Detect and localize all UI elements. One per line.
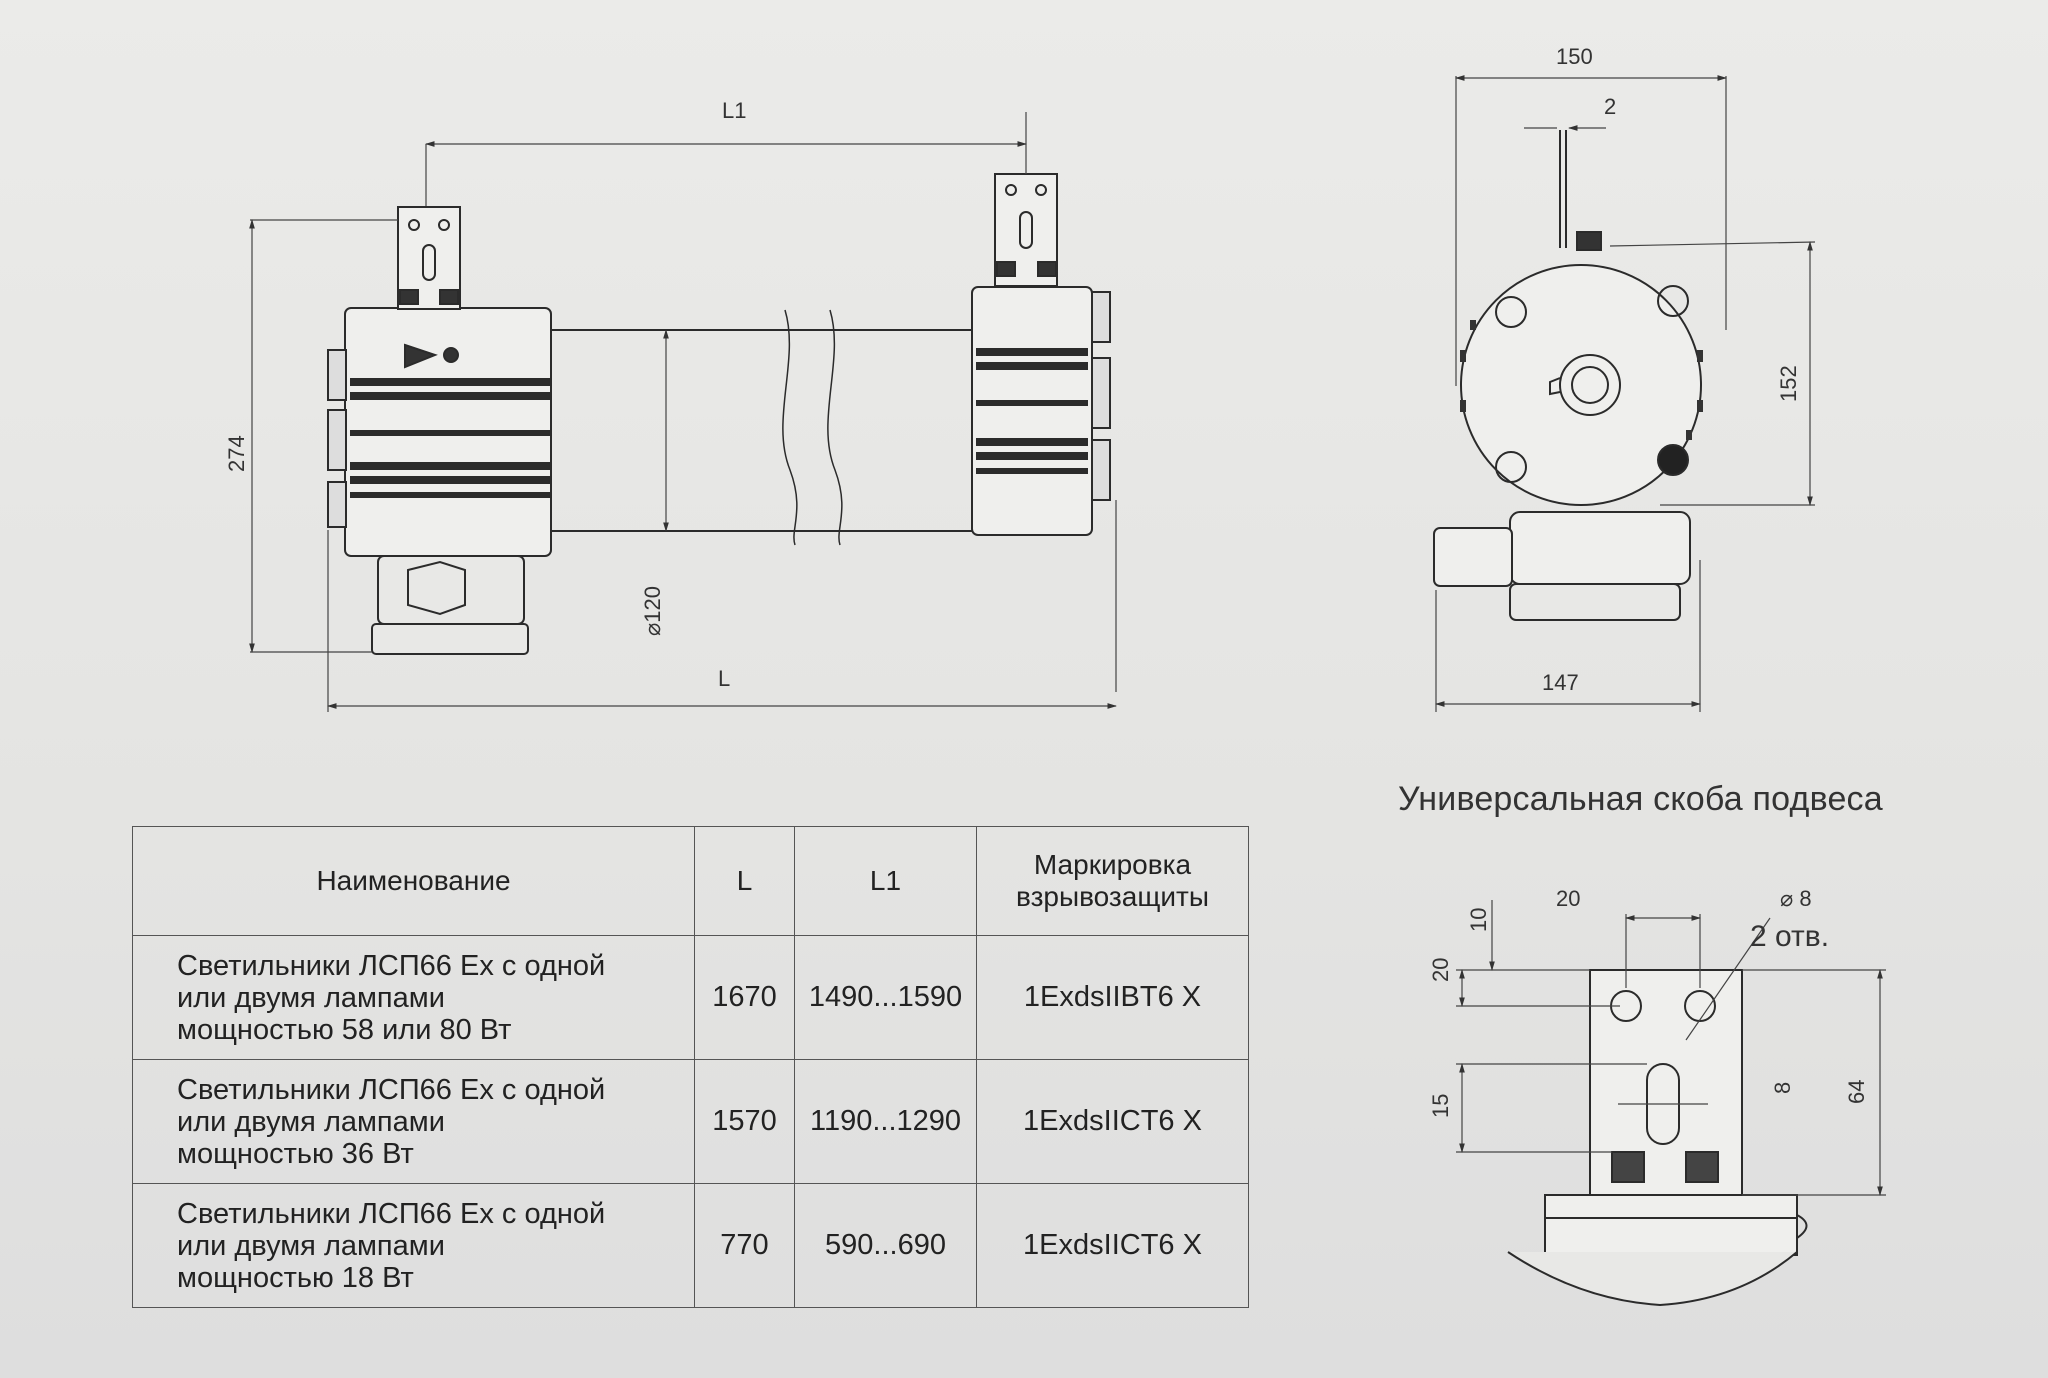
end-view-dimensions bbox=[1435, 75, 1816, 712]
name-line: или двумя лампами bbox=[177, 1229, 445, 1262]
end-view bbox=[1433, 130, 1703, 621]
dim-bracket-10-label: 10 bbox=[1466, 908, 1491, 932]
cell-name: Светильники ЛСП66 Ex с одной или двумя л… bbox=[132, 1183, 695, 1308]
bracket-caption: Универсальная скоба подвеса bbox=[1398, 780, 1883, 818]
name-line: Светильники ЛСП66 Ex с одной bbox=[177, 1073, 606, 1106]
dim-152-label: 152 bbox=[1776, 365, 1801, 402]
dim-150-label: 150 bbox=[1556, 44, 1593, 69]
table-row: Светильники ЛСП66 Ex с одной или двумя л… bbox=[132, 935, 1249, 1060]
dim-bracket-left-20-label: 20 bbox=[1428, 958, 1453, 982]
header-marking: Маркировка взрывозащиты bbox=[976, 826, 1249, 936]
dim-bracket-20-label: 20 bbox=[1556, 886, 1580, 911]
name-line: или двумя лампами bbox=[177, 981, 445, 1014]
bracket-view-dimensions bbox=[1456, 900, 1886, 1196]
cell-marking: 1ExdsIICT6 X bbox=[976, 1059, 1249, 1184]
name-line: Светильники ЛСП66 Ex с одной bbox=[177, 949, 606, 982]
dim-holes-count-label: 2 отв. bbox=[1750, 920, 1829, 953]
bracket-view bbox=[1507, 969, 1808, 1307]
cell-l1: 590...690 bbox=[794, 1183, 977, 1308]
name-line: мощностью 18 Вт bbox=[177, 1261, 414, 1294]
cell-marking: 1ExdsIICT6 X bbox=[976, 1183, 1249, 1308]
dim-l1-label: L1 bbox=[722, 98, 746, 123]
header-name: Наименование bbox=[132, 826, 695, 936]
table-row: Светильники ЛСП66 Ex с одной или двумя л… bbox=[132, 1183, 1249, 1308]
dim-bracket-15-label: 15 bbox=[1428, 1094, 1453, 1118]
cell-l1: 1490...1590 bbox=[794, 935, 977, 1060]
cell-l1: 1190...1290 bbox=[794, 1059, 977, 1184]
dim-bracket-64-label: 64 bbox=[1844, 1080, 1869, 1104]
spec-table: Наименование L L1 Маркировка взрывозащит… bbox=[132, 826, 1249, 1308]
side-view bbox=[327, 173, 1111, 655]
dim-hole-diameter-label: ⌀ 8 bbox=[1780, 886, 1812, 911]
dim-l-label: L bbox=[718, 666, 730, 691]
side-view-dimensions bbox=[249, 112, 1117, 712]
header-marking-line-2: взрывозащиты bbox=[1016, 881, 1209, 912]
header-marking-line-1: Маркировка bbox=[1033, 849, 1192, 880]
header-l: L bbox=[694, 826, 795, 936]
dim-slot-8-label: 8 bbox=[1770, 1082, 1795, 1094]
cell-name: Светильники ЛСП66 Ex с одной или двумя л… bbox=[132, 1059, 695, 1184]
name-line: мощностью 36 Вт bbox=[177, 1137, 414, 1170]
header-l1: L1 bbox=[794, 826, 977, 936]
dim-147-label: 147 bbox=[1542, 670, 1579, 695]
dim-diameter-label: ⌀120 bbox=[640, 586, 665, 636]
name-line: Светильники ЛСП66 Ex с одной bbox=[177, 1197, 606, 1230]
dim-274-label: 274 bbox=[224, 435, 249, 472]
table-row: Светильники ЛСП66 Ex с одной или двумя л… bbox=[132, 1059, 1249, 1184]
cell-l: 1670 bbox=[694, 935, 795, 1060]
cell-marking: 1ExdsIIBT6 X bbox=[976, 935, 1249, 1060]
table-header-row: Наименование L L1 Маркировка взрывозащит… bbox=[132, 826, 1249, 936]
cell-l: 770 bbox=[694, 1183, 795, 1308]
name-line: или двумя лампами bbox=[177, 1105, 445, 1138]
cell-l: 1570 bbox=[694, 1059, 795, 1184]
dim-2-label: 2 bbox=[1604, 94, 1616, 119]
name-line: мощностью 58 или 80 Вт bbox=[177, 1013, 512, 1046]
cell-name: Светильники ЛСП66 Ex с одной или двумя л… bbox=[132, 935, 695, 1060]
